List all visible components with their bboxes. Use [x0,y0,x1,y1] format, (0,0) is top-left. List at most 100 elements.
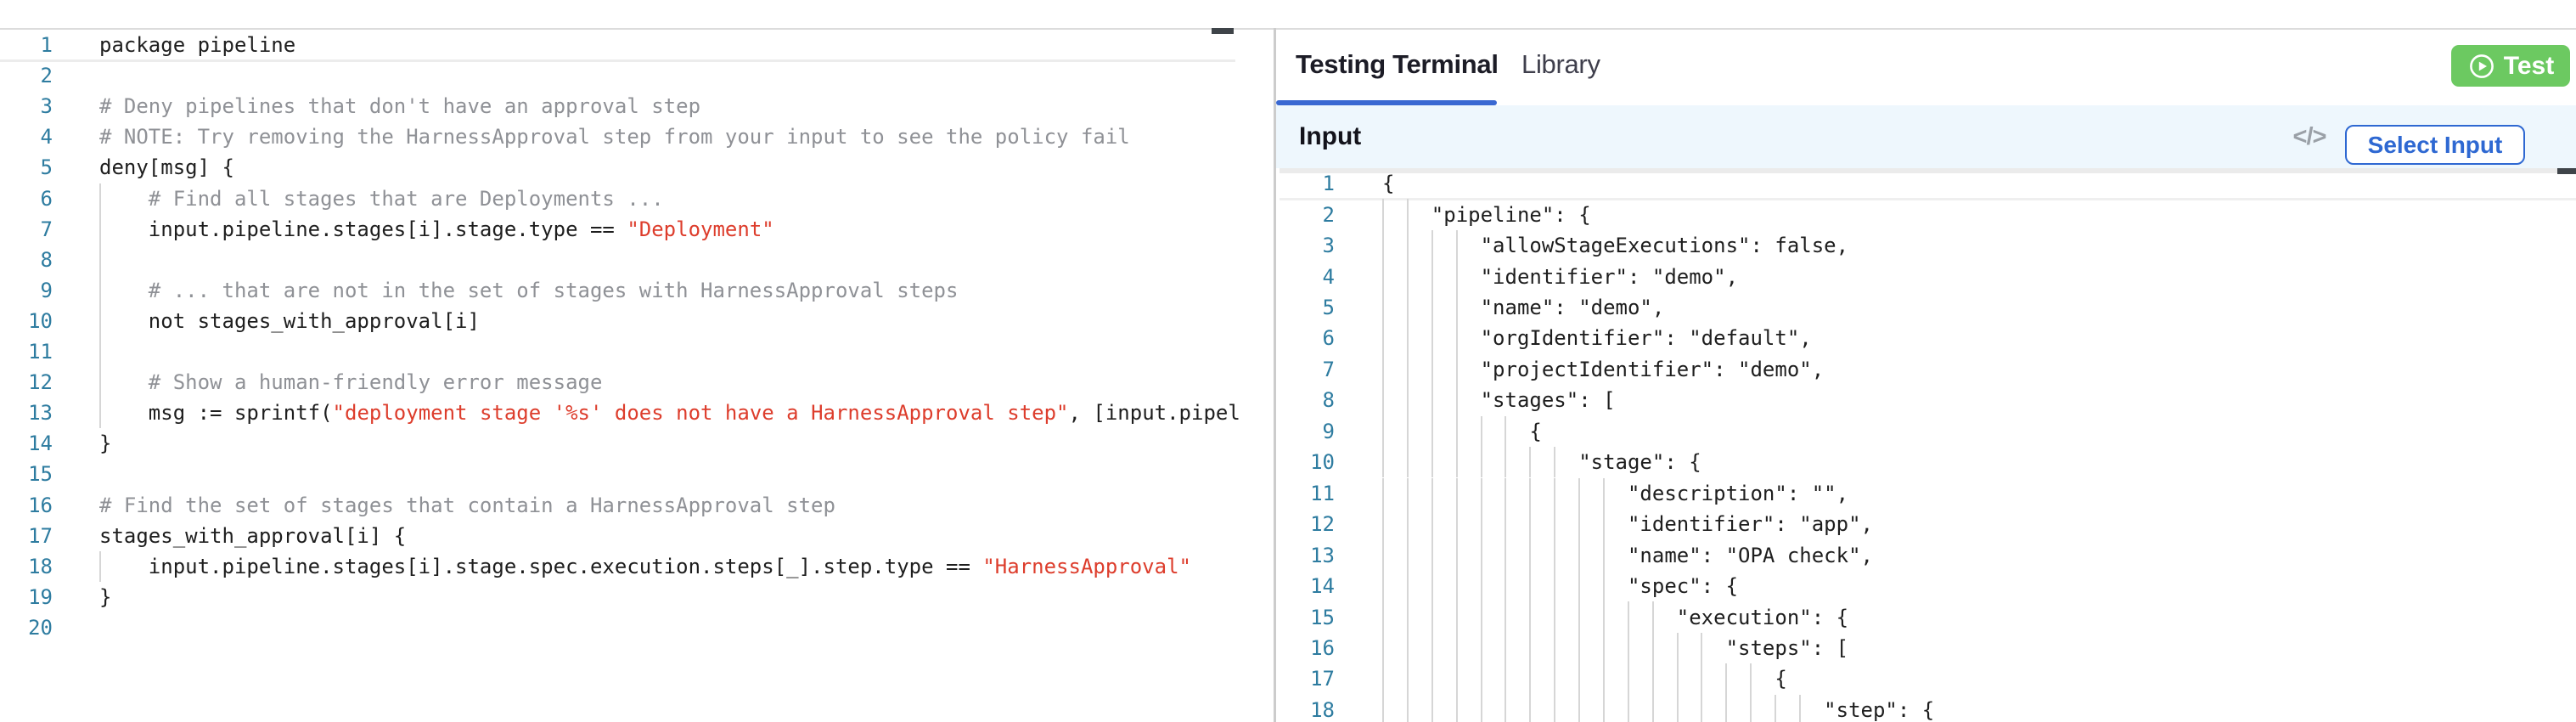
policy-code-line[interactable]: 19} [0,582,1272,612]
indent-guide [1382,353,1384,386]
indent-guide [1406,229,1409,262]
json-line-number: 14 [1310,574,1335,599]
json-line-number: 6 [1322,326,1335,351]
tab-library[interactable]: Library [1521,28,1600,100]
json-code-line[interactable]: 18 "step": { [1280,694,2576,722]
policy-code-line[interactable]: 16# Find the set of stages that contain … [0,490,1272,521]
indent-guide [1627,663,1629,695]
json-code-line[interactable]: 13 "name": "OPA check", [1280,539,2576,571]
indent-guide [1554,632,1556,664]
policy-line-number: 8 [40,247,53,272]
code-text: "steps": [ [1382,635,1849,660]
policy-code-line[interactable]: 6 # Find all stages that are Deployments… [0,183,1272,214]
code-text: # NOTE: Try removing the HarnessApproval… [99,125,1130,149]
indent-guide [1480,601,1482,633]
select-input-button[interactable]: Select Input [2345,125,2525,165]
indent-guide [1505,663,1507,695]
code-view-icon[interactable]: </> [2292,122,2327,150]
pane-divider[interactable] [1274,28,1276,722]
json-code-line[interactable]: 5 "name": "demo", [1280,291,2576,324]
indent-guide [1676,663,1679,695]
indent-guide [1578,694,1580,722]
indent-guide [1455,385,1458,416]
policy-code-line[interactable]: 9 # ... that are not in the set of stage… [0,274,1272,306]
play-icon [2469,54,2494,78]
code-text: "stages": [ [1382,388,1616,413]
json-line-number: 16 [1310,635,1335,660]
policy-code-line[interactable]: 18 input.pipeline.stages[i].stage.spec.e… [0,550,1272,582]
indent-guide [1455,694,1458,722]
indent-guide [1406,385,1409,416]
policy-code-line[interactable]: 15 [0,459,1272,489]
json-code-line[interactable]: 8 "stages": [ [1280,385,2576,416]
json-code-line[interactable]: 1{ [1280,168,2576,199]
policy-line-number: 20 [28,615,53,640]
json-code-line[interactable]: 4 "identifier": "demo", [1280,261,2576,292]
policy-code-line[interactable]: 4# NOTE: Try removing the HarnessApprova… [0,121,1272,152]
indent-guide [1382,323,1384,354]
indent-guide [1431,508,1433,540]
policy-code-line[interactable]: 14} [0,428,1272,459]
json-line-number: 1 [1322,172,1335,196]
json-code-line[interactable]: 14 "spec": { [1280,570,2576,602]
indent-guide [1406,291,1409,324]
indent-guide [1529,447,1532,478]
indent-guide [1455,663,1458,695]
json-line-number: 8 [1322,388,1335,413]
json-code-line[interactable]: 11 "description": "", [1280,477,2576,509]
policy-code-line[interactable]: 10 not stages_with_approval[i] [0,305,1272,336]
indent-guide [1455,261,1458,292]
indent-guide [1651,601,1654,633]
policy-code-line[interactable]: 11 [0,336,1272,368]
policy-code-line[interactable]: 13 msg := sprintf("deployment stage '%s'… [0,398,1272,429]
code-text: "projectIdentifier": "demo", [1382,357,1825,381]
json-code-line[interactable]: 7 "projectIdentifier": "demo", [1280,353,2576,386]
indent-guide [1382,632,1384,664]
tab-testing-terminal[interactable]: Testing Terminal [1296,28,1499,100]
indent-guide [1431,385,1433,416]
json-code-line[interactable]: 12 "identifier": "app", [1280,508,2576,540]
indent-guide [1505,447,1507,478]
code-text: } [99,584,112,609]
json-input-editor[interactable]: 1{2 "pipeline": {3 "allowStageExecutions… [1280,168,2576,722]
json-code-line[interactable]: 17 { [1280,663,2576,695]
policy-code-line[interactable]: 20 [0,612,1272,643]
json-line-number: 5 [1322,296,1335,320]
indent-guide [1750,663,1752,695]
policy-code-line[interactable]: 12 # Show a human-friendly error message [0,367,1272,398]
indent-guide [1505,508,1507,540]
test-button[interactable]: Test [2451,45,2570,87]
json-code-line[interactable]: 9 { [1280,415,2576,448]
json-code-line[interactable]: 6 "orgIdentifier": "default", [1280,323,2576,354]
indent-guide [1602,477,1605,509]
policy-code-line[interactable]: 3# Deny pipelines that don't have an app… [0,91,1272,121]
input-title: Input [1299,122,1362,150]
indent-guide [1455,477,1458,509]
json-code-line[interactable]: 3 "allowStageExecutions": false, [1280,229,2576,262]
code-text: "identifier": "demo", [1382,264,1739,289]
policy-code-line[interactable]: 2 [0,60,1272,91]
json-code-line[interactable]: 2 "pipeline": { [1280,199,2576,230]
indent-guide [1578,663,1580,695]
indent-guide [1651,632,1654,664]
json-code-line[interactable]: 15 "execution": { [1280,601,2576,633]
indent-guide [1602,539,1605,571]
indent-guide [1406,632,1409,664]
indent-guide [1406,663,1409,695]
indent-guide [1578,601,1580,633]
indent-guide [1651,694,1654,722]
policy-line-number: 17 [28,523,53,548]
json-code-line[interactable]: 16 "steps": [ [1280,632,2576,664]
json-code-line[interactable]: 10 "stage": { [1280,447,2576,478]
policy-code-line[interactable]: 8 [0,244,1272,275]
policy-line-number: 15 [28,462,53,487]
indent-guide [1382,385,1384,416]
indent-guide [1554,601,1556,633]
policy-code-line[interactable]: 7 input.pipeline.stages[i].stage.type ==… [0,213,1272,245]
indent-guide [1455,601,1458,633]
